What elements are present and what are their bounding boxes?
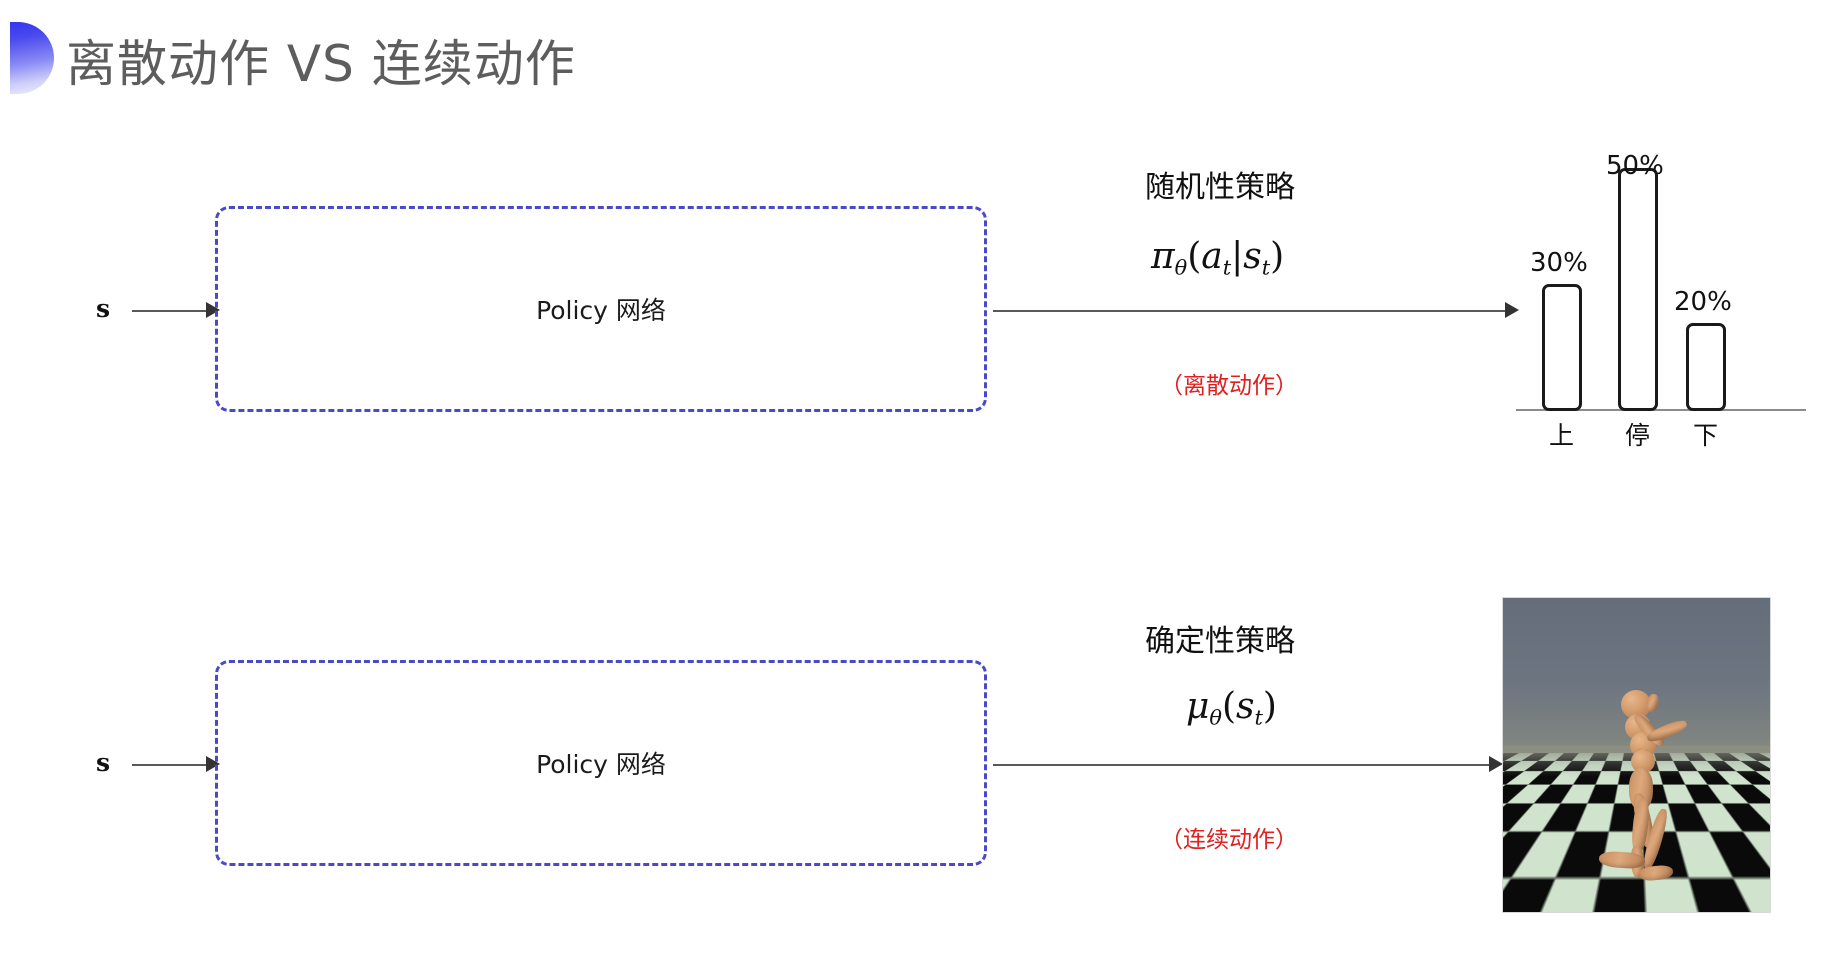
slide-right-edge (1844, 0, 1846, 966)
humanoid-simulation-image (1503, 598, 1770, 912)
formula-head: μ (1186, 686, 1210, 727)
formula-arg1-sub: t (1254, 705, 1263, 730)
output-arrow-head-continuous (1489, 756, 1503, 772)
humanoid-pelvis (1631, 750, 1655, 773)
bar-value-0: 30% (1530, 248, 1588, 278)
policy-network-box-continuous[interactable]: Policy 网络 (215, 660, 987, 866)
policy-network-box-discrete[interactable]: Policy 网络 (215, 206, 987, 412)
formula-head-sub: θ (1174, 255, 1188, 280)
output-arrow-line-discrete (993, 310, 1511, 312)
row-discrete: s Policy 网络 随机性策略 πθ(at|st) （离散动作） 30% 上… (0, 0, 1846, 470)
bar-category-0: 上 (1549, 421, 1575, 450)
bar-category-2: 下 (1693, 421, 1719, 450)
formula-arg1-sub: t (1222, 255, 1232, 280)
policy-kind-continuous: 确定性策略 (1145, 624, 1295, 659)
policy-kind-discrete: 随机性策略 (1145, 170, 1295, 205)
formula-discrete: πθ(at|st) (1151, 236, 1284, 279)
bar-1 (1618, 168, 1658, 411)
formula-open-paren: ( (1221, 686, 1237, 727)
formula-arg1: a (1201, 236, 1223, 277)
policy-network-label-continuous: Policy 网络 (536, 750, 666, 779)
input-arrow-line-discrete (132, 310, 208, 312)
formula-arg2-sub: t (1261, 255, 1271, 280)
formula-open-paren: ( (1187, 236, 1202, 277)
chart-baseline-axis (1516, 409, 1806, 411)
formula-bar: | (1231, 236, 1244, 277)
bar-2 (1686, 323, 1726, 411)
output-arrow-head-discrete (1505, 302, 1519, 318)
bar-value-1: 50% (1606, 151, 1664, 181)
state-input-label-discrete: s (96, 294, 111, 323)
formula-close-paren: ) (1262, 686, 1277, 727)
row-continuous: s Policy 网络 确定性策略 μθ(st) （连续动作） (0, 470, 1846, 966)
input-arrow-line-continuous (132, 764, 208, 766)
formula-arg2: s (1243, 236, 1262, 277)
bar-0 (1542, 284, 1582, 411)
formula-arg1: s (1236, 686, 1255, 727)
bar-value-2: 20% (1674, 287, 1732, 317)
policy-network-label-discrete: Policy 网络 (536, 296, 666, 325)
formula-continuous: μθ(st) (1186, 686, 1277, 729)
formula-close-paren: ) (1270, 236, 1285, 277)
action-note-continuous: （连续动作） (1160, 827, 1298, 853)
formula-head-sub: θ (1209, 705, 1222, 730)
formula-head: π (1151, 236, 1175, 277)
action-probability-bar-chart: 30% 上 50% 停 20% 下 (1430, 100, 1830, 450)
bar-category-1: 停 (1625, 421, 1651, 450)
page-title: 离散动作 VS 连续动作 (66, 35, 576, 93)
output-arrow-line-continuous (993, 764, 1491, 766)
action-note-discrete: （离散动作） (1160, 373, 1298, 399)
state-input-label-continuous: s (96, 748, 111, 777)
